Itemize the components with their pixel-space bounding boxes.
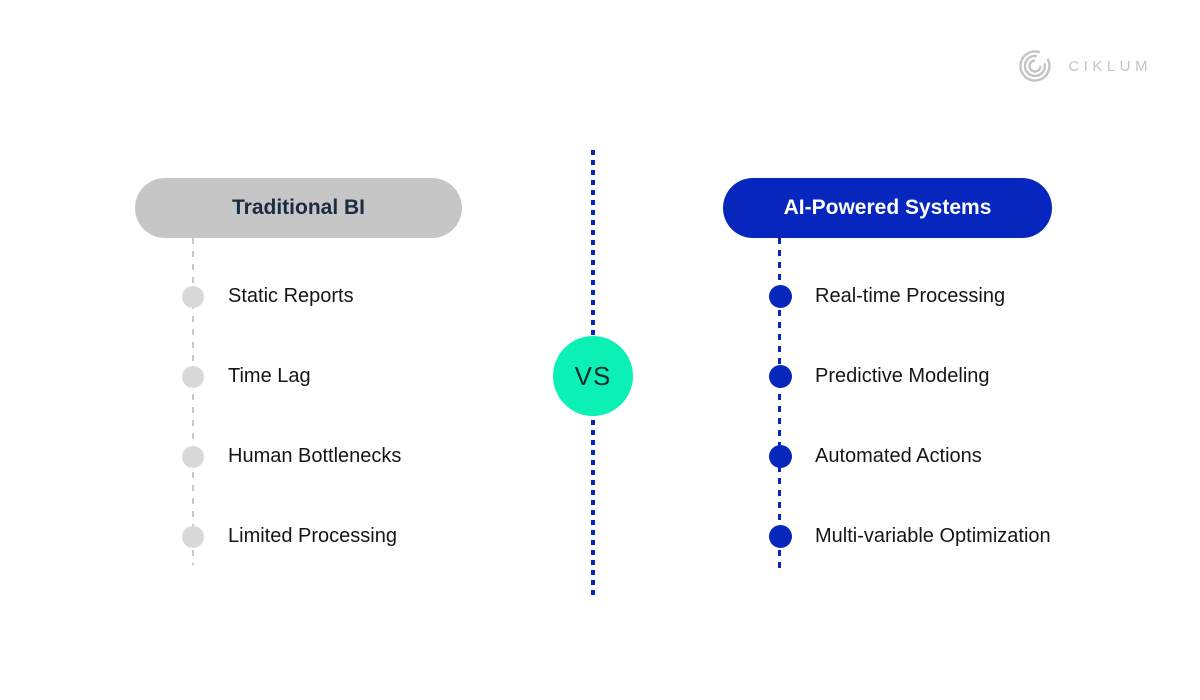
list-item-label: Real-time Processing xyxy=(815,285,1006,307)
bullet-dot-icon xyxy=(769,525,792,548)
list-item-label: Static Reports xyxy=(228,285,354,307)
list-item-label: Automated Actions xyxy=(815,445,982,467)
list-item-label: Predictive Modeling xyxy=(815,365,990,387)
bullet-dot-icon xyxy=(769,445,792,468)
bullet-dot-icon xyxy=(769,285,792,308)
ai-powered-systems-title: AI-Powered Systems xyxy=(783,196,992,219)
ai-powered-systems-header-pill: AI-Powered Systems xyxy=(723,178,1052,238)
list-item-human-bottlenecks: Human Bottlenecks xyxy=(182,445,401,468)
ciklum-logo-text: CIKLUM xyxy=(1068,57,1152,75)
list-item-automated-actions: Automated Actions xyxy=(769,445,982,468)
vs-badge-label: VS xyxy=(574,360,612,391)
list-item-multi-variable-optimization: Multi-variable Optimization xyxy=(769,525,1051,548)
list-item-predictive-modeling: Predictive Modeling xyxy=(769,365,990,388)
list-item-label: Multi-variable Optimization xyxy=(815,525,1051,547)
list-item-label: Time Lag xyxy=(228,365,311,387)
list-item-real-time-processing: Real-time Processing xyxy=(769,285,1005,308)
list-item-label: Limited Processing xyxy=(228,525,397,547)
list-item-static-reports: Static Reports xyxy=(182,285,354,308)
bullet-dot-icon xyxy=(182,285,204,308)
bullet-dot-icon xyxy=(182,525,204,548)
ai-systems-timeline-line xyxy=(778,238,781,568)
bullet-dot-icon xyxy=(769,365,792,388)
ciklum-logo: CIKLUM xyxy=(1017,48,1152,84)
ciklum-arcs-icon xyxy=(1019,50,1051,82)
list-item-label: Human Bottlenecks xyxy=(228,445,402,467)
bullet-dot-icon xyxy=(182,445,204,468)
list-item-limited-processing: Limited Processing xyxy=(182,525,397,548)
bullet-dot-icon xyxy=(182,365,204,388)
traditional-bi-header-pill: Traditional BI xyxy=(135,178,462,238)
traditional-bi-title: Traditional BI xyxy=(231,196,365,219)
list-item-time-lag: Time Lag xyxy=(182,365,311,388)
vs-badge: VS xyxy=(553,336,633,416)
traditional-bi-timeline-line xyxy=(192,238,194,565)
